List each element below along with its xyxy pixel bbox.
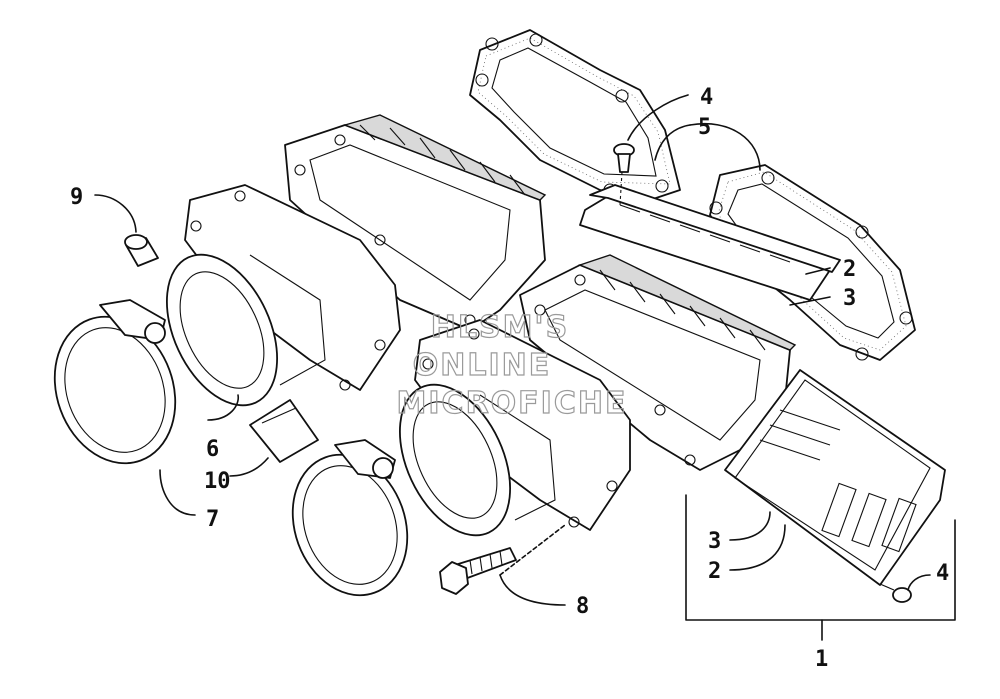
flange-boot-right bbox=[399, 319, 631, 537]
screw-part-4-lower bbox=[879, 583, 912, 603]
watermark: HLSM'S ONLINE MICROFICHE bbox=[396, 309, 628, 421]
callout-4-upper: 4 bbox=[700, 85, 713, 110]
callout-6: 6 bbox=[206, 437, 219, 462]
callout-5: 5 bbox=[698, 115, 711, 140]
callout-labels: 4 5 9 2 3 6 10 7 3 2 4 8 1 bbox=[70, 85, 949, 672]
screw-part-4-upper bbox=[613, 143, 635, 206]
callout-7: 7 bbox=[206, 507, 219, 532]
callout-2-upper: 2 bbox=[843, 257, 856, 282]
callout-4-lower: 4 bbox=[936, 561, 949, 586]
clamp-right bbox=[291, 439, 409, 597]
reed-block-left bbox=[284, 114, 547, 331]
callout-3-upper: 3 bbox=[843, 286, 856, 311]
callout-9: 9 bbox=[70, 185, 83, 210]
callout-3-lower: 3 bbox=[708, 529, 721, 554]
callout-10: 10 bbox=[204, 469, 231, 494]
reed-cage-lower bbox=[724, 369, 946, 586]
leader-lines bbox=[94, 94, 956, 641]
watermark-line-3: MICROFICHE bbox=[397, 386, 628, 421]
reed-petal-upper bbox=[579, 184, 841, 301]
watermark-line-2: ONLINE bbox=[413, 348, 552, 383]
callout-8: 8 bbox=[576, 594, 589, 619]
callout-2-lower: 2 bbox=[708, 559, 721, 584]
damper-part-10 bbox=[249, 399, 319, 463]
flange-boot-left bbox=[166, 184, 401, 407]
spacer-part-9 bbox=[124, 234, 159, 267]
callout-1: 1 bbox=[815, 647, 828, 672]
bolt-part-8 bbox=[439, 547, 517, 595]
watermark-line-1: HLSM'S bbox=[431, 310, 569, 345]
clamp-left bbox=[53, 299, 177, 465]
